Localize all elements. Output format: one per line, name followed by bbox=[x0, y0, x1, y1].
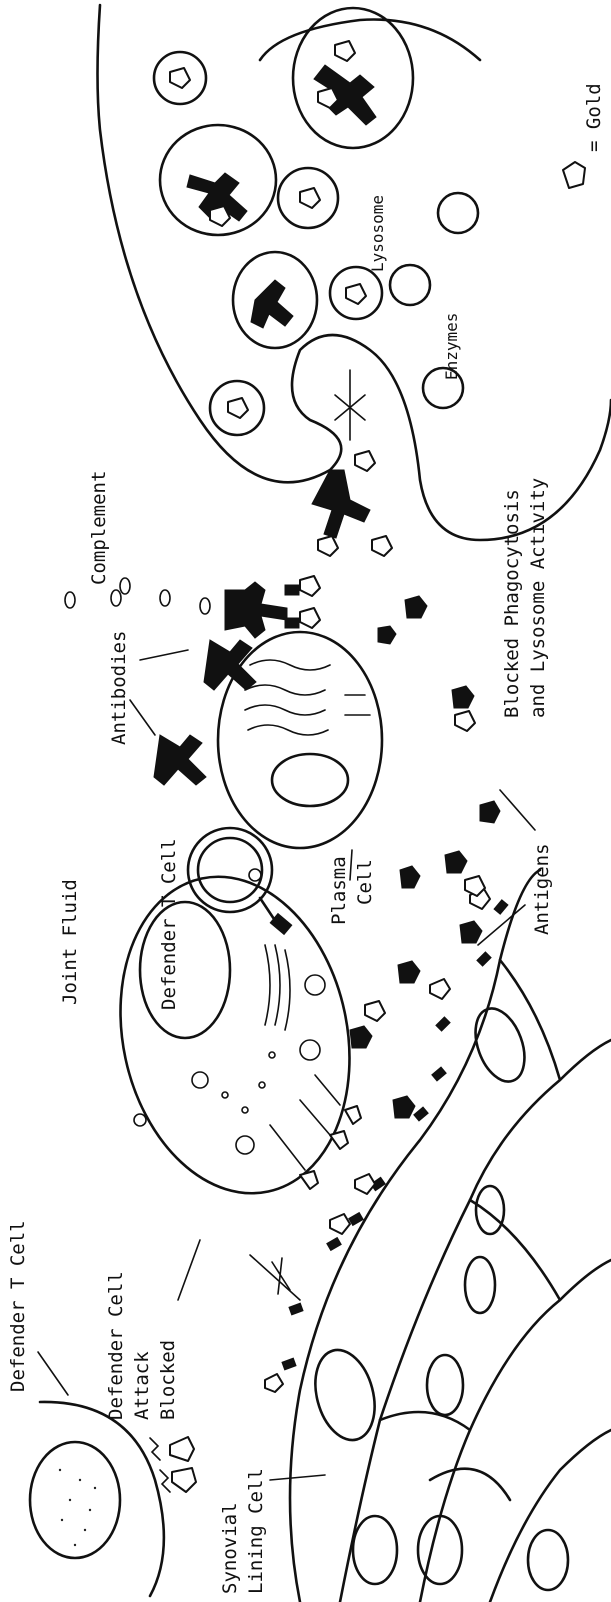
gold-particle-icon bbox=[300, 576, 320, 596]
antibody-icon bbox=[312, 470, 370, 538]
label-synovial-1: Synovial bbox=[219, 1502, 241, 1594]
phagocyte bbox=[98, 5, 611, 556]
complement-icon bbox=[200, 598, 210, 614]
antibody-icon bbox=[251, 280, 293, 328]
gold-particle-icon bbox=[335, 41, 355, 61]
gold-particle-icon bbox=[300, 188, 320, 208]
gold-particle-icon bbox=[430, 979, 450, 999]
gold-particle-icon bbox=[172, 1468, 196, 1492]
label-plasma-2: Cell bbox=[354, 859, 376, 905]
complement-icon bbox=[120, 578, 130, 594]
gold-particle-icon bbox=[170, 1437, 194, 1461]
antibody-icon bbox=[154, 735, 206, 785]
label-joint-fluid: Joint Fluid bbox=[59, 879, 81, 1005]
label-blocked-phago-1: Blocked Phagocytosis bbox=[501, 489, 523, 718]
label-enzymes: Enzymes bbox=[442, 313, 461, 380]
antigen-icon bbox=[405, 596, 427, 618]
antibodies-free bbox=[154, 576, 320, 785]
label-antigens: Antigens bbox=[531, 843, 553, 935]
gold-particle-icon bbox=[345, 1106, 361, 1124]
antigen-icon bbox=[378, 626, 396, 644]
complement-molecules bbox=[65, 578, 210, 614]
antigen-icon bbox=[452, 686, 474, 708]
gold-particle-icon bbox=[300, 1171, 318, 1189]
label-defender-cell-attack-3: Blocked bbox=[157, 1340, 179, 1420]
antigen-icon bbox=[480, 801, 500, 823]
gold-particle-icon bbox=[346, 284, 366, 304]
antigen-icon bbox=[398, 961, 420, 983]
gold-particle-icon bbox=[372, 536, 392, 556]
label-synovial-2: Lining Cell bbox=[245, 1468, 267, 1594]
label-defender-t-cell-left: Defender T Cell bbox=[7, 1220, 29, 1392]
label-defender-cell-attack-1: Defender Cell bbox=[105, 1271, 127, 1420]
label-defender-cell-attack-2: Attack bbox=[131, 1351, 153, 1420]
gold-particle-icon bbox=[563, 162, 585, 188]
label-gold-legend: = Gold bbox=[583, 83, 605, 152]
antibody-icon bbox=[225, 582, 287, 638]
nucleus-dots bbox=[59, 1469, 96, 1546]
gold-particle-icon bbox=[265, 1374, 283, 1392]
gold-particle-icon bbox=[355, 451, 375, 471]
label-lysosome: Lysosome bbox=[368, 195, 387, 272]
label-blocked-phago-2: and Lysosome Activity bbox=[527, 478, 549, 718]
gold-particle-icon bbox=[330, 1214, 350, 1234]
label-defender-t-cell-mid: Defender T Cell bbox=[158, 838, 180, 1010]
gold-particle-icon bbox=[355, 1174, 375, 1194]
defender-t-cell-left bbox=[30, 1402, 196, 1596]
synovial-tissue bbox=[265, 870, 611, 1602]
label-plasma-1: Plasma bbox=[328, 856, 350, 925]
complement-icon bbox=[65, 592, 75, 608]
gold-particle-icon bbox=[228, 398, 248, 418]
antigen-icon bbox=[460, 921, 482, 943]
label-antibodies: Antibodies bbox=[108, 631, 130, 745]
plasma-cell bbox=[218, 632, 382, 848]
gold-particle-icon bbox=[318, 536, 338, 556]
antigen-icon bbox=[400, 866, 420, 888]
gold-particle-icon bbox=[170, 68, 190, 88]
gold-particle-icon bbox=[300, 608, 320, 628]
gold-particle-icon bbox=[455, 711, 475, 731]
complement-icon bbox=[111, 590, 121, 606]
gold-particle-icon bbox=[330, 1131, 348, 1149]
gold-particle-icon bbox=[365, 1001, 385, 1021]
antigen-icon bbox=[445, 851, 467, 873]
label-complement: Complement bbox=[88, 471, 110, 585]
complement-icon bbox=[160, 590, 170, 606]
antigen-icon bbox=[393, 1096, 415, 1118]
antigen-icon bbox=[350, 1026, 372, 1048]
